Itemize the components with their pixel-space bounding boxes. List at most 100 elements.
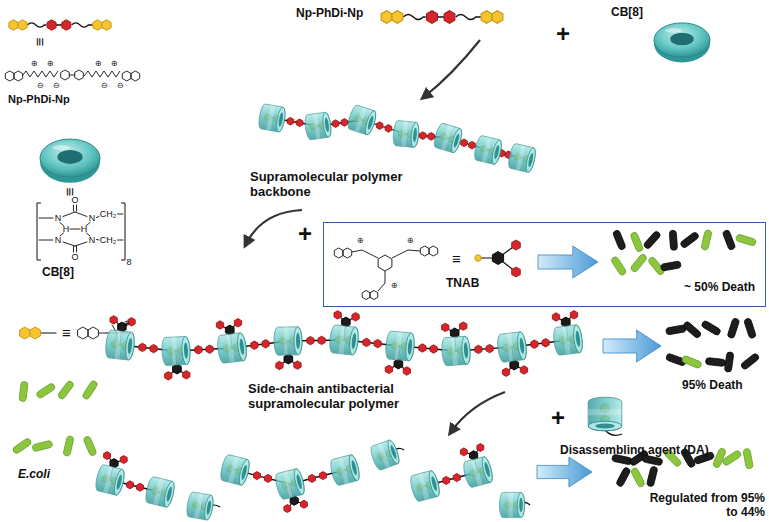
bond-line xyxy=(69,75,74,76)
cb8-ring xyxy=(392,120,419,147)
cb8-body xyxy=(369,439,401,471)
cb8-cavity xyxy=(407,339,412,355)
cb8-shine xyxy=(284,327,289,355)
atom-label: ⊖ xyxy=(117,82,124,90)
tnab-structure xyxy=(334,246,437,300)
cb8-body xyxy=(329,325,360,356)
phdi-unit xyxy=(443,476,450,484)
phdi-unit xyxy=(309,474,316,482)
ring-unit xyxy=(481,11,492,24)
dead-bacterium xyxy=(660,261,681,271)
atom-label: ⊖ xyxy=(101,82,108,90)
cb8-cavity xyxy=(519,338,525,354)
naphthalene-unit xyxy=(122,71,139,81)
phdi-unit xyxy=(47,20,56,31)
cb8-rim xyxy=(363,110,378,136)
live-bacterium xyxy=(712,447,726,468)
atom-label: H xyxy=(81,225,88,234)
cb8-rim xyxy=(588,421,622,431)
cb8-body xyxy=(274,327,302,355)
ring-unit xyxy=(30,327,40,339)
disassembling-agent xyxy=(185,491,220,520)
antibacterial-unit xyxy=(385,365,392,373)
atom-label: 8 xyxy=(126,258,131,267)
antibacterial-unit xyxy=(403,367,410,375)
bond-line xyxy=(118,214,124,215)
polymer-chain xyxy=(105,311,584,380)
cb8-shine xyxy=(508,492,513,517)
cb8-cavity xyxy=(116,474,123,490)
cb8-shine xyxy=(516,145,526,171)
cb8-shine xyxy=(313,113,321,139)
cb8-body xyxy=(329,454,361,486)
phdi-unit xyxy=(385,125,392,133)
ring-unit xyxy=(9,20,18,31)
atom-label: ⊕ xyxy=(31,60,38,68)
cb8-ring xyxy=(161,336,190,365)
live-bacterium xyxy=(36,382,57,399)
cb8-cavity xyxy=(430,476,438,492)
figure-label: 95% Death xyxy=(682,379,743,393)
phdi-unit xyxy=(296,119,303,127)
cb8-ring xyxy=(385,331,415,361)
antibacterial-unit xyxy=(477,444,484,452)
panel-text: ~ 50% Death xyxy=(684,281,755,295)
cb8-rim xyxy=(275,107,286,133)
phdi-unit xyxy=(195,346,202,354)
figure-label: CB[8] xyxy=(611,6,643,20)
cb8-ring xyxy=(499,492,524,517)
cb8-cavity xyxy=(295,474,302,490)
live-bacterium xyxy=(63,435,74,456)
cb8-body xyxy=(94,464,126,496)
phdi-unit xyxy=(320,472,327,480)
cb8-body xyxy=(392,120,419,147)
bond-line xyxy=(352,250,378,258)
atom-label: ⊖ xyxy=(53,82,60,90)
tnab-core xyxy=(284,354,293,364)
ring-unit xyxy=(343,248,352,258)
figure-label: + xyxy=(551,404,565,432)
cb8-body xyxy=(346,104,378,136)
tnab-panel: TNAB~ 50% Death xyxy=(323,222,766,307)
bond-line xyxy=(118,240,124,241)
bond-line xyxy=(75,212,87,217)
figure-label: ≡ xyxy=(33,38,48,47)
atom-label: ⊕ xyxy=(407,237,414,245)
cb8-rim xyxy=(203,495,214,521)
live-bacterium xyxy=(735,234,756,247)
cb8-rim xyxy=(322,112,333,138)
figure-label: E.coli xyxy=(18,468,50,482)
phdi-unit xyxy=(427,11,438,24)
cb8-body xyxy=(185,491,214,520)
atom-label: ⊕ xyxy=(357,237,364,245)
cb8-ring xyxy=(588,397,622,431)
cb8-ring xyxy=(144,476,176,508)
bond-line xyxy=(70,229,80,230)
bond-line xyxy=(63,212,75,217)
cb8-ring xyxy=(185,491,214,520)
cb8-ring xyxy=(329,454,361,486)
cb8-shine xyxy=(228,456,239,483)
cb8-cavity xyxy=(575,331,581,347)
atom-label: N xyxy=(55,236,62,245)
cb8-cavity xyxy=(527,153,534,168)
antibacterial-unit xyxy=(284,505,291,513)
ring-unit xyxy=(93,20,102,31)
ring-unit xyxy=(14,71,23,81)
cb8-body xyxy=(274,468,306,500)
process-arrow xyxy=(538,246,598,278)
cb8-ring xyxy=(432,122,463,153)
bond-line xyxy=(73,205,74,211)
dead-bacterium xyxy=(722,229,736,250)
cb8-cavity xyxy=(453,133,461,148)
antibacterial-unit xyxy=(165,372,172,380)
cb8-rim xyxy=(524,147,537,173)
phdi-unit xyxy=(139,343,146,351)
bond-line xyxy=(22,71,58,77)
linker-line xyxy=(456,15,481,20)
atom-label: H xyxy=(63,225,70,234)
atom-label: N xyxy=(55,214,62,223)
process-arrow xyxy=(537,457,592,487)
cb8-rim xyxy=(480,456,494,484)
